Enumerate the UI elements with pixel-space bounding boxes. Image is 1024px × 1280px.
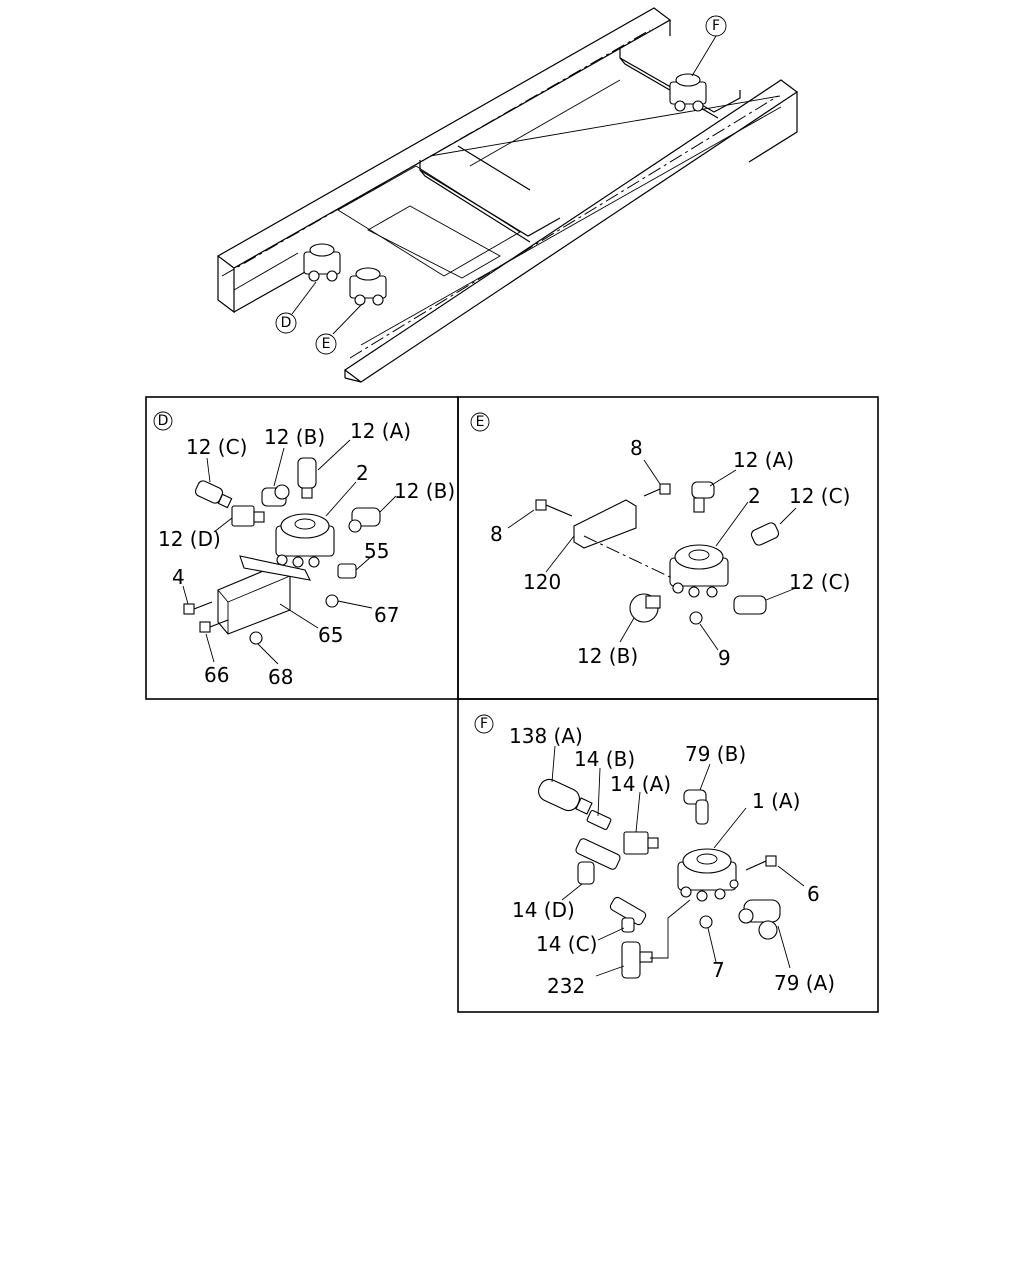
label-12c-top-e: 12 (C) xyxy=(789,484,850,508)
label-79a: 79 (A) xyxy=(774,971,835,995)
nut-68 xyxy=(249,631,263,645)
callout-f-circle xyxy=(705,15,727,37)
panel-e-border xyxy=(457,396,879,700)
label-1a: 1 (A) xyxy=(752,789,800,813)
fitting-12d xyxy=(231,505,265,527)
tee-232 xyxy=(621,941,653,979)
label-55: 55 xyxy=(364,539,389,563)
label-12b-top: 12 (B) xyxy=(264,425,325,449)
fitting-12b-right xyxy=(348,507,381,533)
panel-f-border xyxy=(457,698,879,1013)
label-2: 2 xyxy=(356,461,369,485)
frame-valve-f xyxy=(669,73,707,112)
nut-67 xyxy=(325,594,339,608)
label-68: 68 xyxy=(268,665,293,689)
panel-d-ref: D xyxy=(158,413,169,429)
relay-valve-d xyxy=(275,513,335,568)
label-8-left: 8 xyxy=(490,522,503,546)
elbow-79a xyxy=(738,899,781,940)
fitting-12a xyxy=(297,457,317,499)
bolt-4 xyxy=(183,601,213,615)
label-65: 65 xyxy=(318,623,343,647)
chassis-frame-overview: F D E xyxy=(216,7,799,383)
tee-14c xyxy=(609,896,647,933)
label-66: 66 xyxy=(204,663,229,687)
label-67: 67 xyxy=(374,603,399,627)
fitting-12b-top xyxy=(261,484,290,507)
label-8-top: 8 xyxy=(630,436,643,460)
panel-e-ref: E xyxy=(476,414,485,430)
label-138a: 138 (A) xyxy=(509,724,583,748)
plug-55 xyxy=(337,563,357,579)
hose-138a xyxy=(538,778,593,815)
callout-e: E xyxy=(322,336,331,352)
nut-9 xyxy=(689,611,703,625)
label-12c: 12 (C) xyxy=(186,435,247,459)
label-120: 120 xyxy=(523,570,561,594)
fitting-12c xyxy=(194,480,233,509)
relay-valve-f xyxy=(677,848,739,902)
label-12b-e: 12 (B) xyxy=(577,644,638,668)
bolt-8-top xyxy=(643,483,671,497)
bolt-6 xyxy=(745,855,777,871)
callout-d-circle xyxy=(275,312,297,334)
nut-7 xyxy=(699,915,713,929)
fitting-12b-e xyxy=(629,593,661,623)
label-14b: 14 (B) xyxy=(574,747,635,771)
label-4: 4 xyxy=(172,565,185,589)
fitting-12a-e xyxy=(691,481,715,513)
callout-d: D xyxy=(281,315,292,331)
frame-valve-e xyxy=(349,267,387,306)
bolt-8-left xyxy=(535,499,573,517)
panel-d: D xyxy=(153,411,455,689)
callout-e-circle xyxy=(315,333,337,355)
label-6: 6 xyxy=(807,882,820,906)
fitting-12c-right-e xyxy=(733,595,767,615)
panel-f-ref: F xyxy=(480,716,488,732)
fitting-14b xyxy=(586,810,612,830)
label-232: 232 xyxy=(547,974,585,998)
panel-f: F xyxy=(474,714,835,998)
label-12a-e: 12 (A) xyxy=(733,448,794,472)
label-12a: 12 (A) xyxy=(350,419,411,443)
frame-valve-d xyxy=(303,243,341,282)
label-9: 9 xyxy=(718,646,731,670)
left-rail-top xyxy=(216,7,672,269)
label-14a: 14 (A) xyxy=(610,772,671,796)
tee-14d xyxy=(575,838,621,885)
label-7: 7 xyxy=(712,958,725,982)
label-2-e: 2 xyxy=(748,484,761,508)
label-79b: 79 (B) xyxy=(685,742,746,766)
elbow-79b xyxy=(683,789,709,825)
bracket-120 xyxy=(573,499,637,549)
fitting-12c-top-e xyxy=(750,522,780,546)
label-14d: 14 (D) xyxy=(512,898,575,922)
label-12b-right: 12 (B) xyxy=(394,479,455,503)
label-12c-right-e: 12 (C) xyxy=(789,570,850,594)
bolt-66 xyxy=(199,619,229,633)
label-14c: 14 (C) xyxy=(536,932,597,956)
panel-e: E xyxy=(470,412,850,670)
label-12d: 12 (D) xyxy=(158,527,221,551)
fitting-14a xyxy=(623,831,659,855)
relay-valve-e xyxy=(669,544,729,598)
callout-f: F xyxy=(712,18,720,34)
